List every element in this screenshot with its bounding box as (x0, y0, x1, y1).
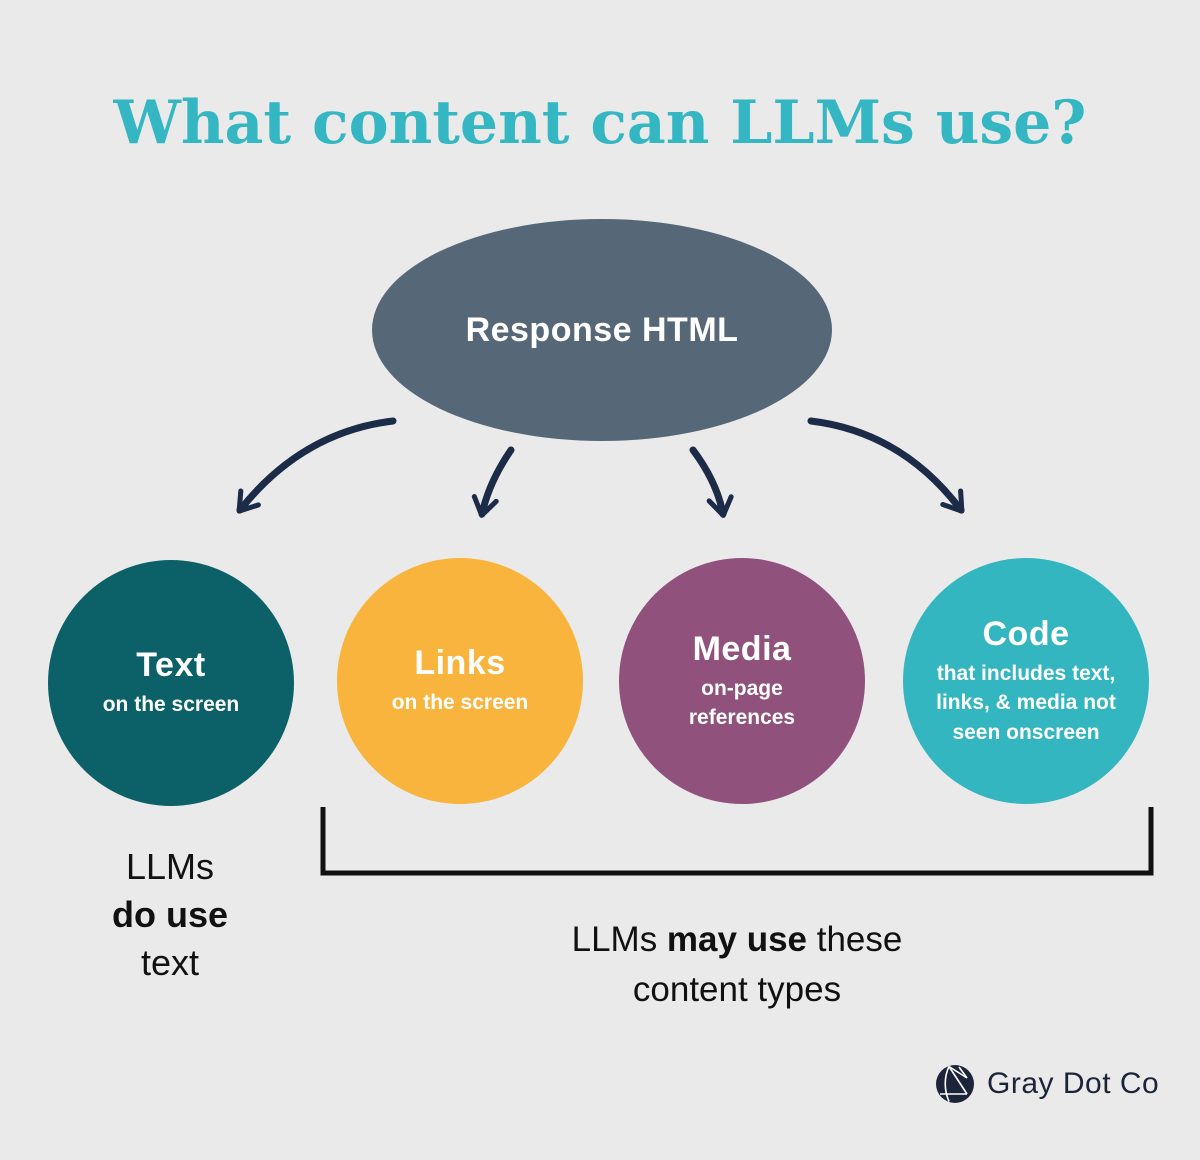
do-use-line1: LLMs (125, 846, 215, 887)
brand-footer: Gray Dot Co (935, 1063, 1159, 1105)
arrow-to-links-icon (471, 446, 515, 518)
may-use-line1: LLMs may use these (571, 920, 903, 959)
llms-may-use-note: LLMs may use these content types (437, 915, 1037, 1015)
may-use-line2: content types (632, 970, 842, 1009)
do-use-line2: do use (111, 894, 228, 935)
may-use-bracket (320, 807, 1154, 876)
gray-dot-co-logo-icon (936, 1065, 974, 1103)
arrow-to-code-icon (807, 417, 965, 514)
node-code: Code that includes text, links, & media … (903, 558, 1149, 804)
node-text-title: Text (136, 646, 206, 685)
node-code-title: Code (982, 614, 1070, 653)
node-media-subtitle: on-page references (688, 676, 796, 729)
node-text: Text on the screen (48, 560, 294, 806)
node-links: Links on the screen (337, 558, 583, 804)
brand-name: Gray Dot Co (987, 1067, 1160, 1100)
node-links-subtitle: on the screen (391, 691, 529, 715)
node-text-subtitle: on the screen (102, 693, 240, 717)
page-title: What content can LLMs use? (113, 88, 1087, 158)
root-node-label: Response HTML (465, 310, 739, 349)
root-node-response-html: Response HTML (372, 219, 832, 441)
do-use-line3: text (140, 942, 200, 983)
node-media-title: Media (692, 629, 792, 668)
arrow-to-text-icon (236, 417, 397, 514)
arrow-to-media-icon (689, 446, 734, 518)
node-media: Media on-page references (619, 558, 865, 804)
node-links-title: Links (414, 644, 506, 683)
node-code-subtitle: that includes text, links, & media not s… (936, 661, 1116, 744)
llms-do-use-note: LLMs do use text (50, 843, 290, 987)
